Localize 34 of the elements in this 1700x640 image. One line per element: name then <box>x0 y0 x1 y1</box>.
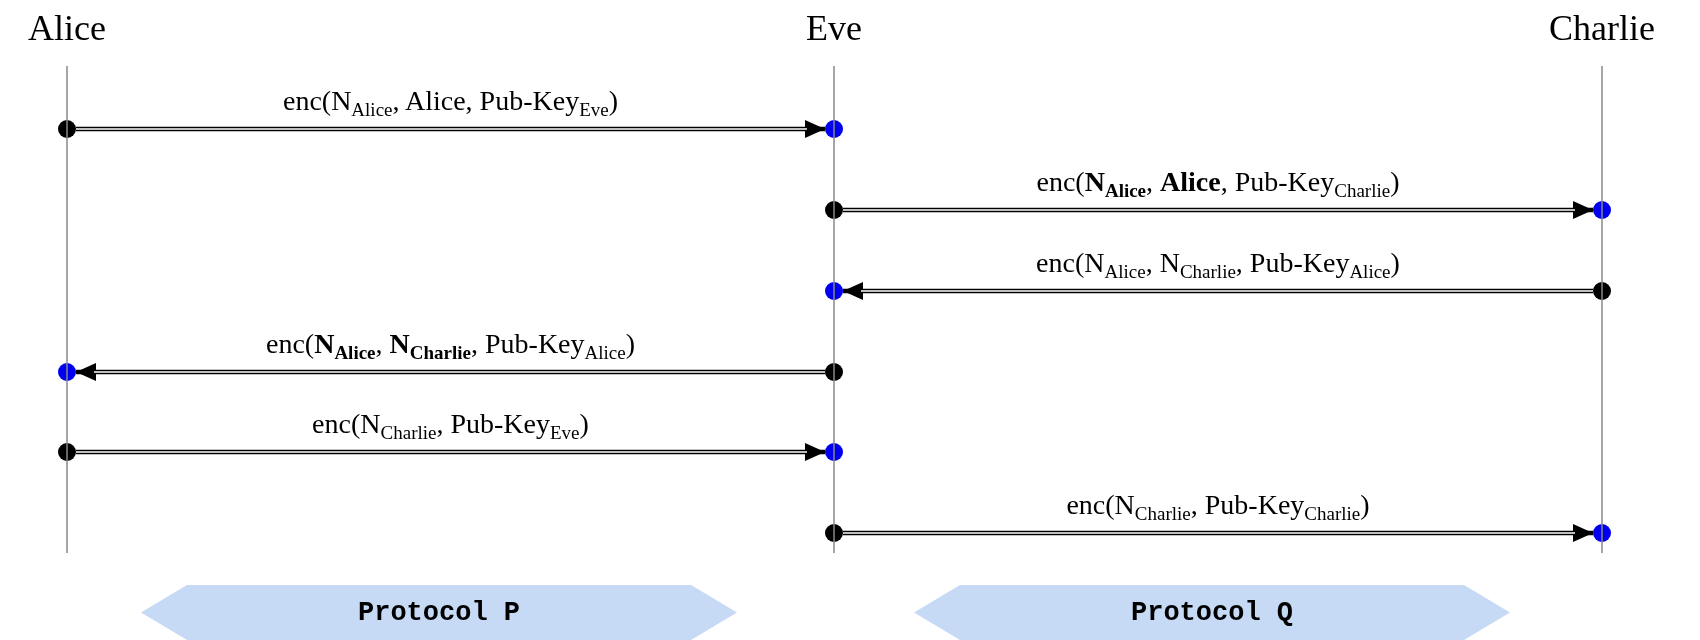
hexagon-banner <box>141 585 737 640</box>
lifeline <box>1601 65 1603 554</box>
message-endpoint-dot <box>58 363 76 381</box>
protocol-label: Protocol P <box>358 597 520 628</box>
message-endpoint-dot <box>825 201 843 219</box>
hexagon-banner <box>914 585 1510 640</box>
message-arrow <box>843 201 1593 219</box>
message-arrow <box>76 443 825 461</box>
message-endpoint-dot <box>825 363 843 381</box>
message-endpoint-dot <box>1593 524 1611 542</box>
message-label: enc(N$_{Charlie}$, Pub-Key$_{Eve}$) <box>311 408 590 445</box>
message-endpoint-dot <box>825 120 843 138</box>
participant-name: Eve <box>734 8 934 48</box>
protocol-label: Protocol Q <box>1131 597 1293 628</box>
message-label: enc(N$_{Alice}$, N$_{Charlie}$, Pub-Key$_{Alice}$) <box>264 328 637 365</box>
message-arrow <box>843 524 1593 542</box>
message-endpoint-dot <box>825 524 843 542</box>
message-label: enc(N$_{Alice}$, Alice, Pub-Key$_{Eve}$) <box>281 85 620 122</box>
message-arrow <box>843 282 1593 300</box>
message-arrow <box>76 363 825 381</box>
message-label: enc(N$_{Charlie}$, Pub-Key$_{Charlie}$) <box>1065 489 1371 526</box>
message-endpoint-dot <box>1593 201 1611 219</box>
message-endpoint-dot <box>825 282 843 300</box>
message-endpoint-dot <box>58 120 76 138</box>
message-arrow <box>76 120 825 138</box>
message-label: enc(N$_{Alice}$, N$_{Charlie}$, Pub-Key$_{Alice}$) <box>1035 247 1401 284</box>
lifeline <box>833 65 835 554</box>
message-endpoint-dot <box>58 443 76 461</box>
message-label: enc(N$_{Alice}$, Alice, Pub-Key$_{Charlie}$) <box>1035 166 1401 203</box>
message-endpoint-dot <box>825 443 843 461</box>
participant-name: Charlie <box>1502 8 1700 48</box>
message-endpoint-dot <box>1593 282 1611 300</box>
lifeline <box>66 65 68 554</box>
participant-name: Alice <box>0 8 167 48</box>
